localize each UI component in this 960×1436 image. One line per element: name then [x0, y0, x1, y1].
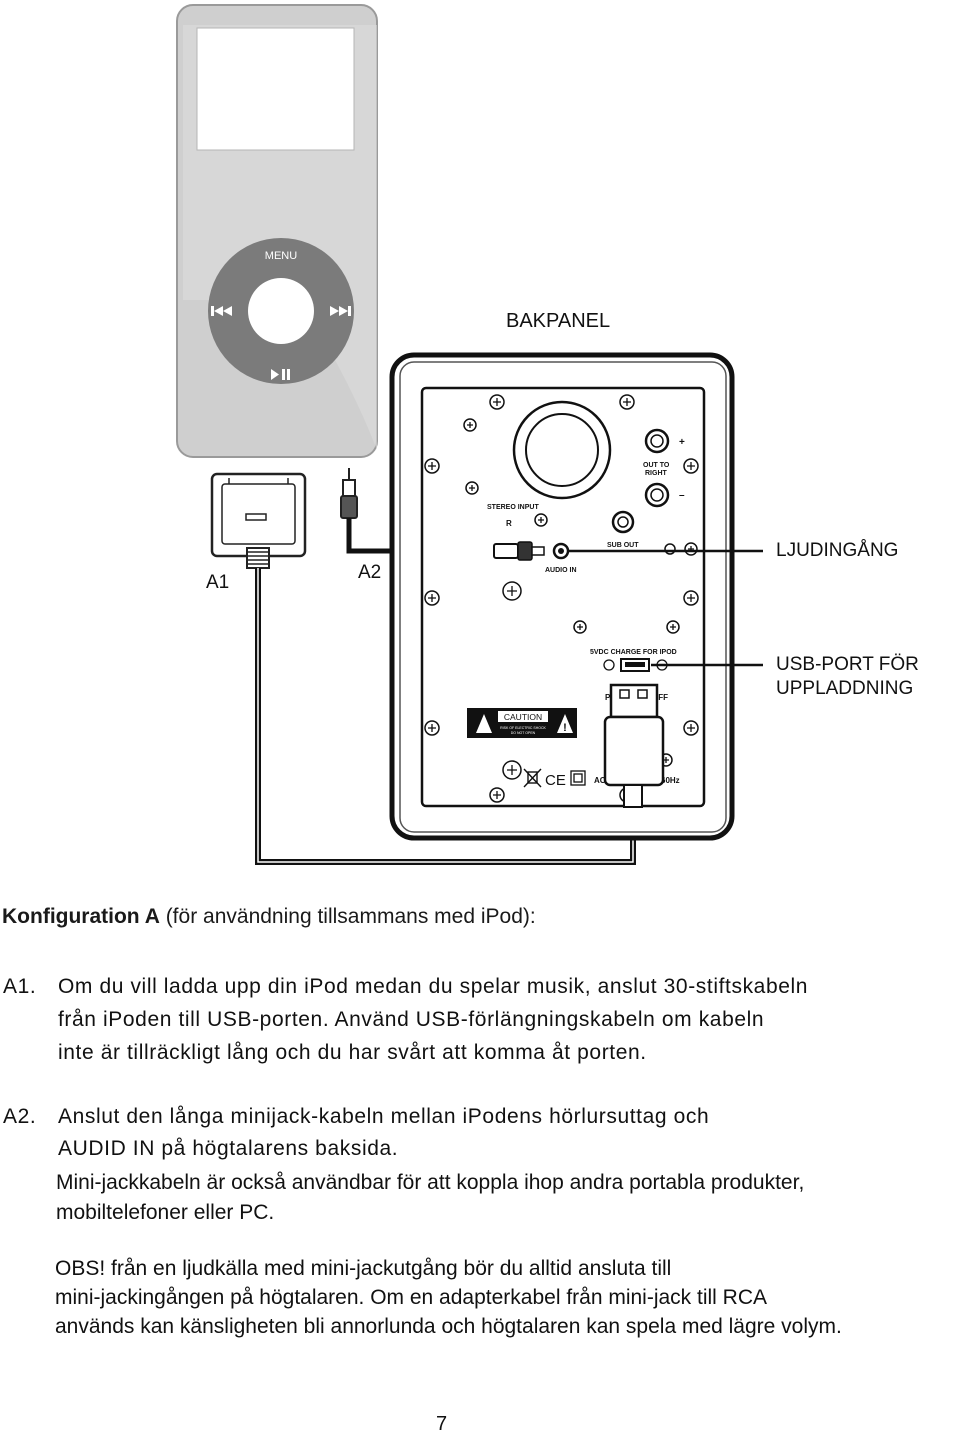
svg-text:–: – — [679, 490, 685, 501]
svg-text:AC: AC — [594, 776, 606, 785]
a2-line-3: Mini-jackkabeln är också användbar för a… — [56, 1171, 805, 1194]
usb-port-label-line1: USB-PORT FÖR — [776, 654, 919, 675]
a2-line-4: mobiltelefoner eller PC. — [56, 1201, 275, 1224]
weee-bin-icon — [523, 768, 542, 788]
dock-connector-icon — [210, 472, 307, 569]
svg-text:AUDIO IN: AUDIO IN — [545, 567, 577, 574]
svg-text:STEREO INPUT: STEREO INPUT — [487, 504, 539, 511]
usb-port-label-line2: UPPLADDNING — [776, 678, 913, 699]
svg-text:5VDC CHARGE FOR IPOD: 5VDC CHARGE FOR IPOD — [590, 649, 677, 656]
section-heading-rest: (för användning tillsammans med iPod): — [159, 905, 536, 928]
ipod-next-icon — [330, 306, 351, 316]
ipod-center-button — [248, 278, 314, 344]
obs-line-1: OBS! från en ljudkälla med mini-jackutgå… — [55, 1257, 672, 1280]
obs-line-3: används kan känsligheten bli annorlunda … — [55, 1315, 842, 1338]
obs-line-2: mini-jackingången på högtalaren. Om en a… — [55, 1286, 768, 1309]
out-to-right-terminal-minus — [644, 482, 670, 508]
ipod-screen — [196, 27, 355, 151]
svg-text:R: R — [506, 519, 512, 528]
sub-out-jack — [611, 510, 635, 534]
ipod-play-pause-icon — [271, 369, 290, 380]
ce-mark: CE — [545, 772, 566, 789]
item-number-a1: A1. — [3, 975, 37, 998]
usb-plug-icon — [603, 683, 665, 808]
connection-diagram: MENU — [176, 4, 919, 865]
svg-text:OFF: OFF — [652, 693, 668, 702]
a1-line-1: Om du vill ladda upp din iPod medan du s… — [58, 975, 809, 998]
svg-text:CAUTION: CAUTION — [504, 712, 542, 722]
speaker-back-panel: + – OUT TO RIGHT STEREO INPUT R SUB OUT … — [389, 352, 735, 841]
a1-line-3: inte är tillräckligt lång och du har svå… — [58, 1041, 647, 1064]
rca-plug-icon — [493, 541, 545, 561]
svg-text:60Hz: 60Hz — [661, 776, 680, 785]
a2-line-2: AUDID IN på högtalarens baksida. — [58, 1137, 399, 1160]
cable-a2-label: A2 — [358, 562, 381, 583]
mini-jack-plug-icon — [340, 468, 358, 519]
svg-text:DO NOT OPEN: DO NOT OPEN — [511, 731, 536, 735]
page-number: 7 — [436, 1413, 448, 1435]
svg-text:!: ! — [563, 722, 567, 734]
svg-text:SUB OUT: SUB OUT — [607, 542, 639, 549]
ipod-menu-label: MENU — [265, 250, 297, 262]
ipod-illustration: MENU — [176, 4, 378, 458]
caution-label: ! CAUTION RISK OF ELECTRIC SHOCK DO NOT … — [467, 708, 577, 738]
section-heading: Konfiguration A (för användning tillsamm… — [2, 905, 536, 929]
cable-a1-label: A1 — [206, 572, 229, 593]
svg-text:+: + — [679, 437, 685, 448]
section-heading-bold: Konfiguration A — [2, 905, 160, 928]
double-insulation-icon — [570, 770, 586, 786]
svg-text:RISK OF ELECTRIC SHOCK: RISK OF ELECTRIC SHOCK — [500, 726, 546, 730]
audio-input-label: LJUDINGÅNG — [776, 540, 898, 561]
ipod-prev-icon — [211, 306, 232, 316]
svg-text:OUT TO: OUT TO — [643, 462, 670, 469]
bass-port — [512, 400, 612, 500]
a1-line-2: från iPoden till USB-porten. Använd USB-… — [58, 1008, 765, 1031]
a2-line-1: Anslut den långa minijack-kabeln mellan … — [58, 1105, 710, 1128]
out-to-right-terminal-plus — [644, 428, 670, 454]
svg-text:RIGHT: RIGHT — [645, 470, 668, 477]
back-panel-label: BAKPANEL — [506, 310, 610, 332]
item-number-a2: A2. — [3, 1105, 37, 1128]
